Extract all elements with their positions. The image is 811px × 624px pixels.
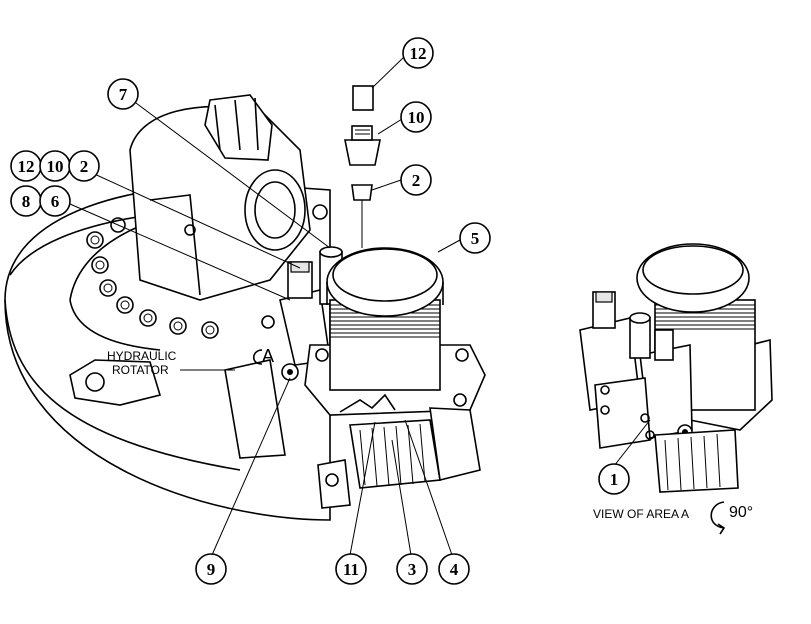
- rotation-label: 90°: [729, 504, 753, 521]
- callout-5: 5: [459, 222, 491, 254]
- callout-8: 8: [10, 185, 42, 217]
- callout-10-left: 10: [39, 150, 71, 182]
- callout-9: 9: [195, 553, 227, 585]
- svg-text:6: 6: [51, 192, 60, 211]
- svg-text:2: 2: [80, 157, 89, 176]
- svg-text:12: 12: [410, 44, 427, 63]
- callout-6: 6: [39, 185, 71, 217]
- callout-2-left: 2: [68, 150, 100, 182]
- hydraulic-label: HYDRAULIC: [107, 349, 177, 363]
- callout-12-top: 12: [402, 37, 434, 69]
- callout-10-top: 10: [400, 101, 432, 133]
- svg-text:4: 4: [450, 560, 459, 579]
- callout-2-top: 2: [400, 164, 432, 196]
- callout-1: 1: [598, 463, 630, 495]
- callout-12-left: 12: [10, 150, 42, 182]
- view-of-area-a: [579, 243, 773, 493]
- svg-text:8: 8: [22, 192, 31, 211]
- callout-11: 11: [335, 553, 367, 585]
- hydraulic-motor: [304, 247, 486, 416]
- area-a-label: A: [262, 346, 274, 366]
- svg-text:12: 12: [18, 157, 35, 176]
- svg-text:7: 7: [119, 85, 128, 104]
- svg-text:2: 2: [412, 171, 421, 190]
- svg-text:1: 1: [610, 470, 619, 489]
- leader-lines: [69, 55, 651, 556]
- rotate-arrow-icon: [710, 501, 726, 535]
- svg-text:5: 5: [471, 229, 480, 248]
- svg-text:11: 11: [343, 560, 359, 579]
- view-caption: VIEW OF AREA A: [593, 507, 689, 521]
- callout-3: 3: [396, 553, 428, 585]
- svg-text:9: 9: [207, 560, 216, 579]
- svg-text:10: 10: [47, 157, 64, 176]
- callout-4: 4: [438, 553, 470, 585]
- bolt-ring: [86, 204, 328, 339]
- exploded-fittings: [344, 85, 381, 248]
- callouts: 12 10 2 7 12 10 2 8: [10, 37, 630, 585]
- rotator-label: ROTATOR: [112, 363, 169, 377]
- svg-text:3: 3: [408, 560, 417, 579]
- callout-7: 7: [107, 78, 139, 110]
- svg-text:10: 10: [408, 108, 425, 127]
